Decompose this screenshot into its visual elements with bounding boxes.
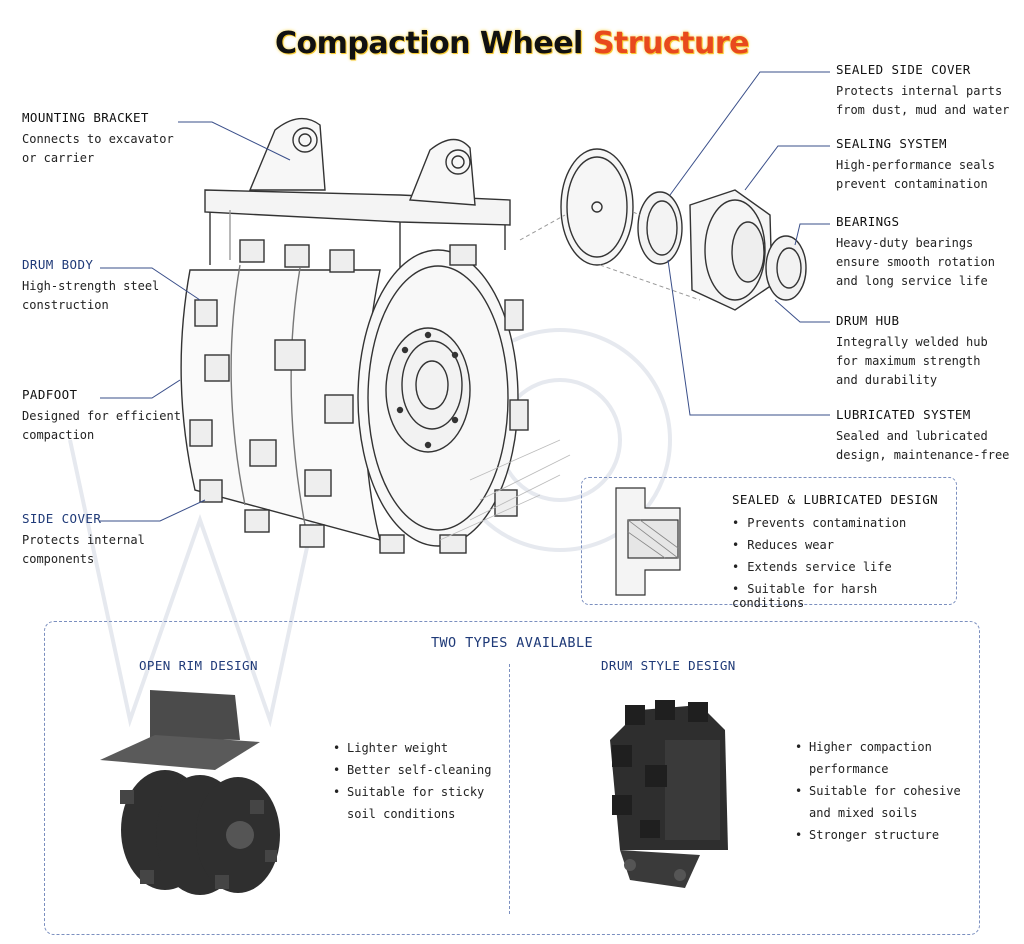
list-item: Stronger structure — [795, 824, 965, 846]
callout-side-cover: SIDE COVER Protects internal components — [22, 511, 145, 569]
callout-description: Connects to excavator or carrier — [22, 132, 174, 165]
compaction-wheel-sketch — [180, 117, 571, 554]
page-title: Compaction Wheel Structure — [0, 26, 1024, 61]
callout-description: Designed for efficient compaction — [22, 409, 181, 442]
callout-heading: SIDE COVER — [22, 511, 102, 526]
open-rim-list: Lighter weight Better self-cleaning Suit… — [333, 737, 493, 825]
list-item: Suitable for harsh conditions — [732, 582, 956, 610]
callout-description: High-strength steel construction — [22, 279, 160, 312]
callout-heading: LUBRICATED SYSTEM — [836, 407, 971, 422]
callout-heading: DRUM HUB — [836, 313, 900, 328]
callout-drum-body: DRUM BODY High-strength steel constructi… — [22, 257, 159, 315]
list-item: Better self-cleaning — [333, 759, 493, 781]
callout-description: Sealed and lubricated design, maintenanc… — [836, 429, 1010, 462]
title-highlight: Structure — [592, 26, 750, 61]
list-item: Higher compaction performance — [795, 736, 965, 780]
hub-sketch — [385, 327, 471, 453]
list-item: Lighter weight — [333, 737, 493, 759]
list-item: Extends service life — [732, 560, 956, 582]
callout-heading: PADFOOT — [22, 387, 78, 402]
list-item: Suitable for cohesive and mixed soils — [795, 780, 965, 824]
open-rim-heading: OPEN RIM DESIGN — [139, 658, 258, 673]
callout-heading: SEALING SYSTEM — [836, 136, 947, 151]
callout-drum-hub: DRUM HUB Integrally welded hub for maxim… — [836, 313, 988, 390]
sealed-lubricated-box: SEALED & LUBRICATED DESIGN Prevents cont… — [581, 477, 957, 610]
title-main: Compaction Wheel — [274, 26, 583, 61]
callout-heading: MOUNTING BRACKET — [22, 110, 149, 125]
callout-mounting-bracket: MOUNTING BRACKET Connects to excavator o… — [22, 110, 174, 168]
callout-description: Heavy-duty bearings ensure smooth rotati… — [836, 236, 995, 288]
callout-sealed-side-cover: SEALED SIDE COVER Protects internal part… — [836, 62, 1009, 120]
list-item: Suitable for sticky soil conditions — [333, 781, 493, 825]
exploded-parts — [519, 148, 807, 311]
sealed-box-heading: SEALED & LUBRICATED DESIGN — [732, 492, 939, 507]
callout-description: Integrally welded hub for maximum streng… — [836, 335, 988, 387]
callout-description: High-performance seals prevent contamina… — [836, 158, 995, 191]
exploded-side-cover — [560, 148, 634, 266]
callout-sealing-system: SEALING SYSTEM High-performance seals pr… — [836, 136, 995, 194]
drum-style-heading: DRUM STYLE DESIGN — [601, 658, 736, 673]
open-rim-product-image — [100, 690, 280, 895]
list-item: Reduces wear — [732, 538, 956, 560]
drum-style-product-image — [610, 700, 728, 888]
drum-style-list: Higher compaction performance Suitable f… — [795, 736, 965, 846]
mounting-lug-left — [248, 117, 326, 191]
callout-bearings: BEARINGS Heavy-duty bearings ensure smoo… — [836, 214, 995, 291]
callout-padfoot: PADFOOT Designed for efficient compactio… — [22, 387, 181, 445]
cross-section-icon — [615, 487, 681, 596]
list-item: Prevents contamination — [732, 516, 956, 538]
exploded-seal-ring — [637, 191, 683, 265]
callout-heading: BEARINGS — [836, 214, 900, 229]
leader-lines — [100, 71, 830, 522]
callout-description: Protects internal parts from dust, mud a… — [836, 84, 1010, 117]
callout-description: Protects internal components — [22, 533, 145, 566]
types-divider — [509, 664, 510, 914]
callout-heading: DRUM BODY — [22, 257, 94, 272]
two-types-box: TWO TYPES AVAILABLE OPEN RIM DESIGN Ligh… — [44, 621, 980, 935]
types-heading: TWO TYPES AVAILABLE — [430, 635, 594, 651]
callout-heading: SEALED SIDE COVER — [836, 62, 971, 77]
callout-lubricated-system: LUBRICATED SYSTEM Sealed and lubricated … — [836, 407, 1009, 465]
sealed-box-list: Prevents contamination Reduces wear Exte… — [732, 516, 956, 610]
exploded-bearing — [765, 235, 807, 301]
